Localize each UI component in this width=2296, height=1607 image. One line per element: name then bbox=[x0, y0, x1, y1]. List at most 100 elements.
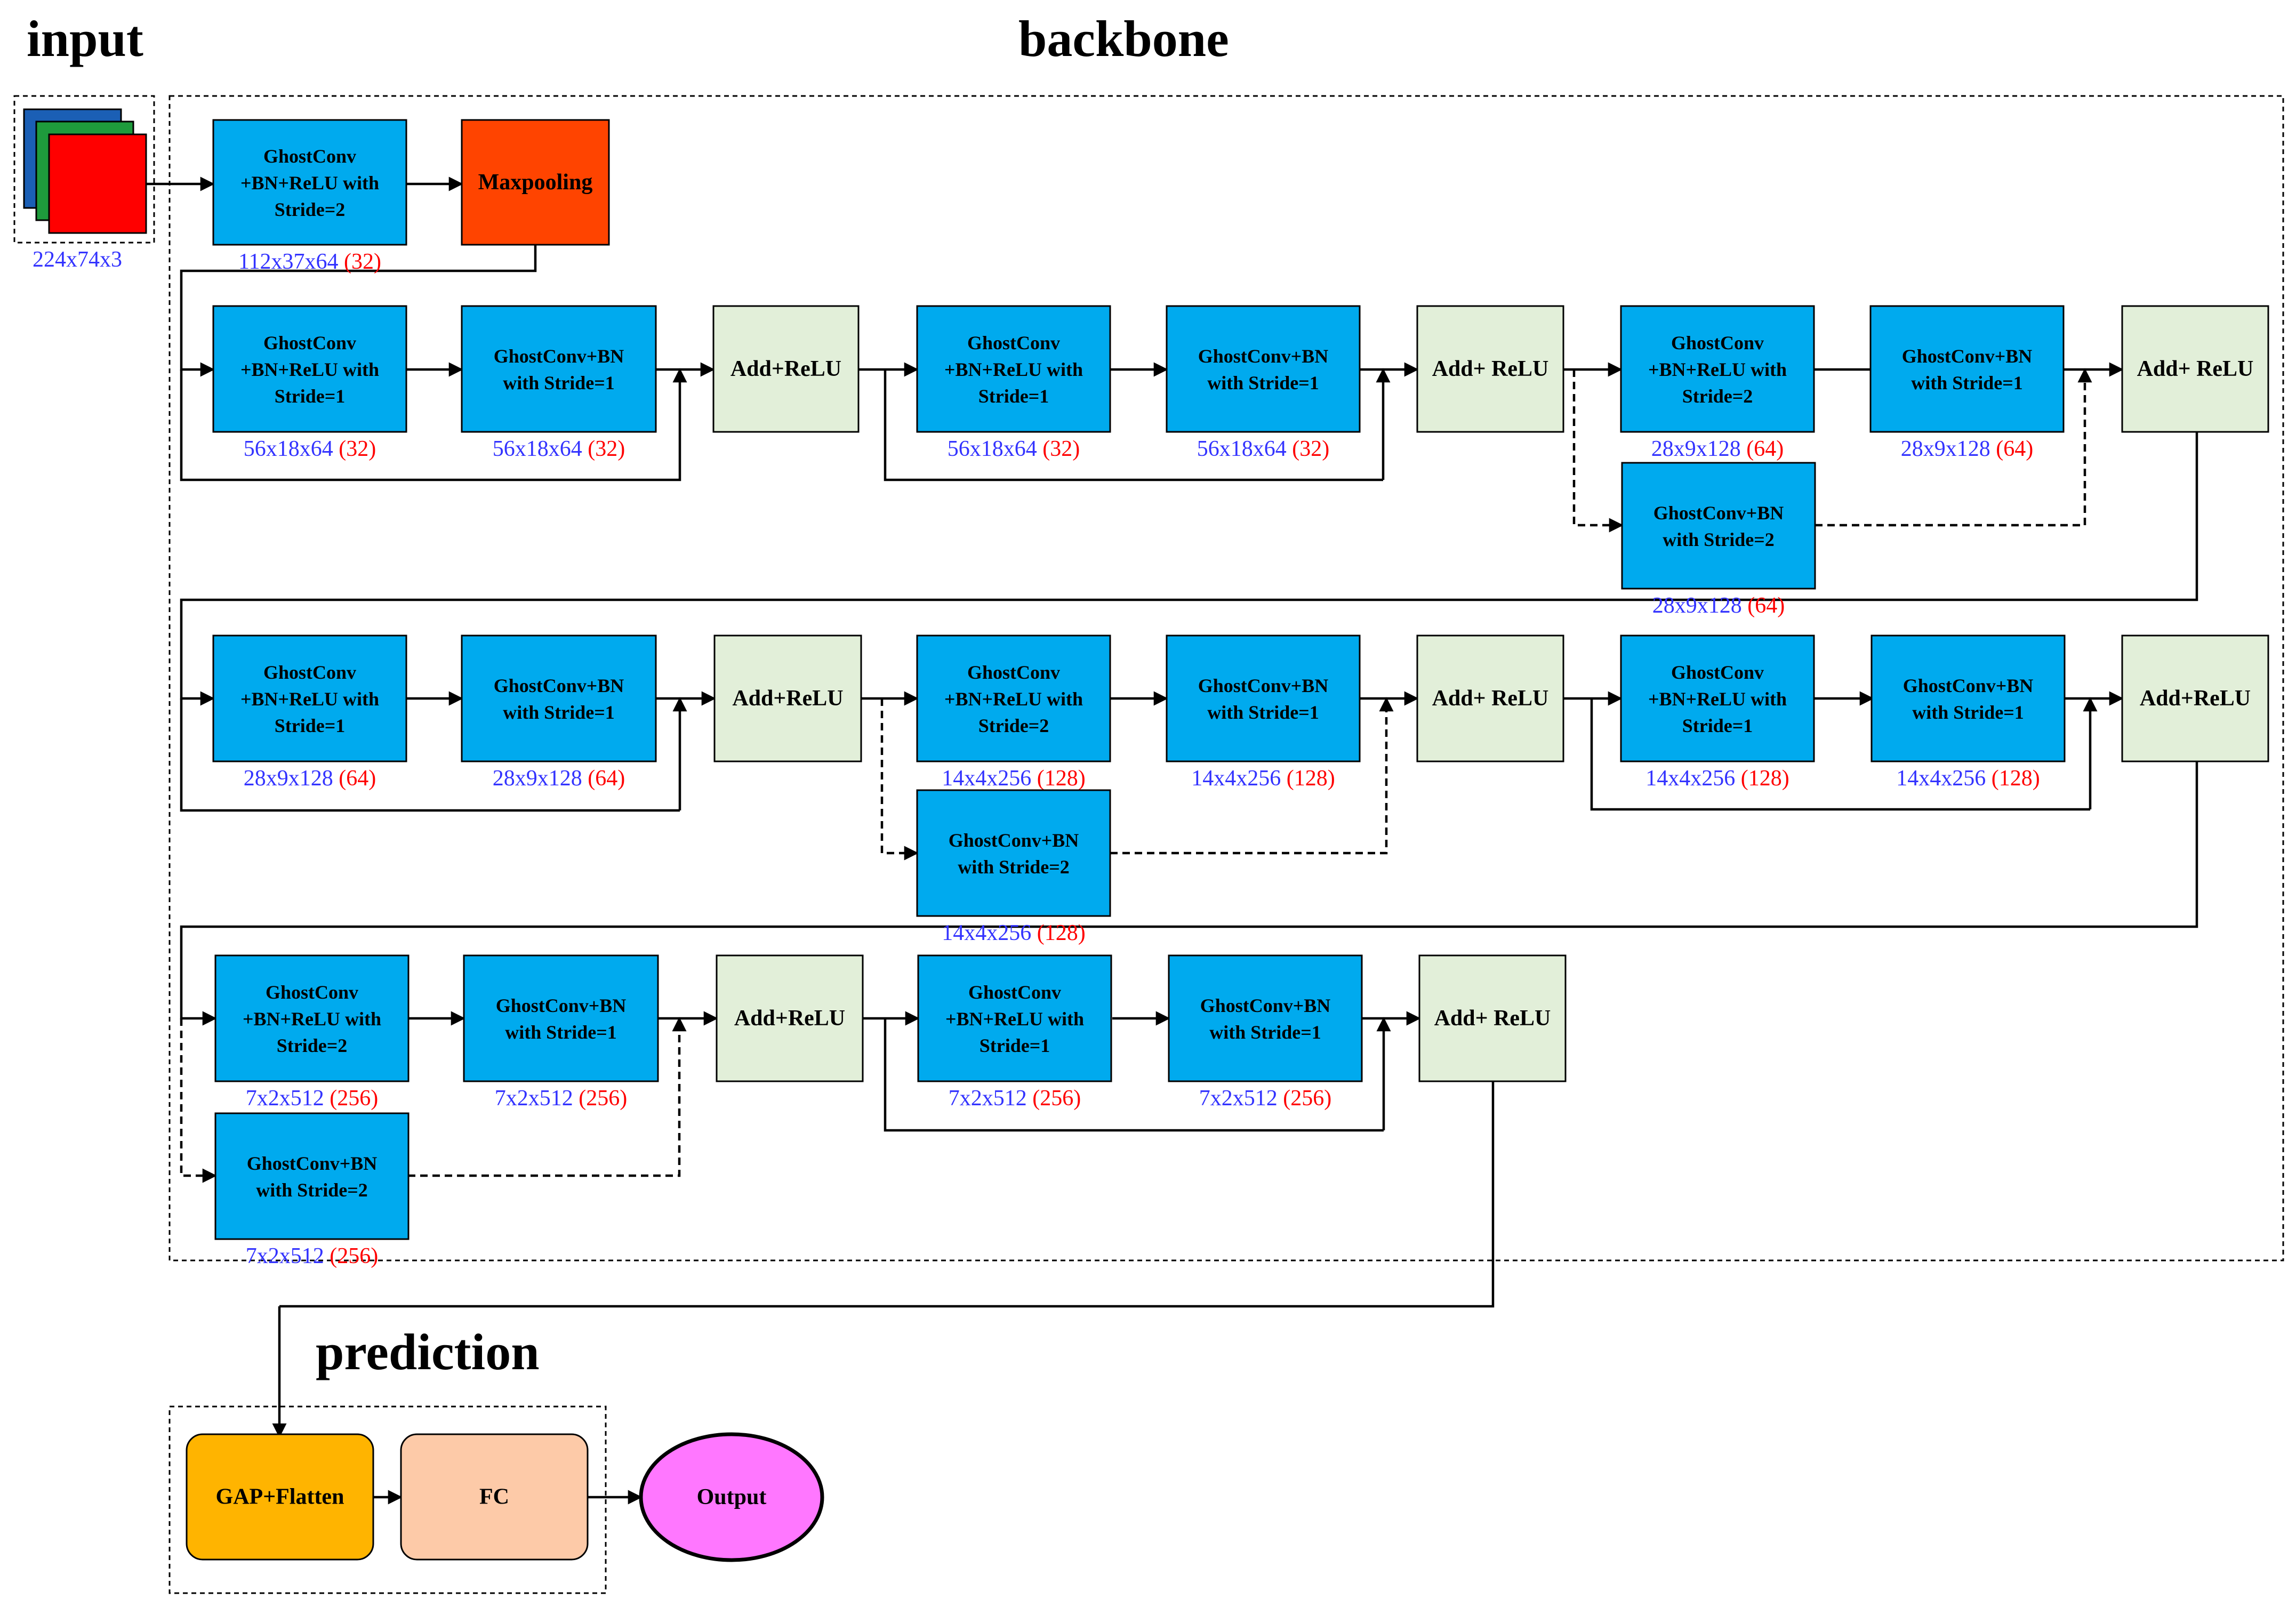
gap-label-line: GAP+Flatten bbox=[216, 1485, 344, 1509]
r3a1-block: Add+ReLU bbox=[716, 954, 864, 1082]
r1a3-shape bbox=[2121, 305, 2269, 433]
backbone-section-title: backbone bbox=[1018, 10, 1229, 67]
r1c3-dimension-label: 56x18x64 (32) bbox=[948, 437, 1080, 461]
r1s-label-line: with Stride=2 bbox=[1663, 529, 1775, 550]
gap-shape bbox=[186, 1433, 374, 1561]
stem_conv-shape bbox=[212, 119, 407, 246]
r2c4-label-line: with Stride=1 bbox=[1207, 702, 1319, 723]
input-dimension-label: 224x74x3 bbox=[33, 247, 122, 272]
r2a3-block: Add+ReLU bbox=[2121, 634, 2269, 762]
r1c1-label-line: +BN+ReLU with bbox=[240, 359, 379, 380]
r2c3-dimension-label: 14x4x256 (128) bbox=[942, 766, 1085, 791]
r3c3-label-line: +BN+ReLU with bbox=[945, 1008, 1084, 1030]
stem_conv-label-line: +BN+ReLU with bbox=[240, 172, 379, 194]
r2c3-label-line: Stride=2 bbox=[978, 715, 1049, 736]
output-shape bbox=[639, 1432, 824, 1562]
r1c6-dimension-label: 28x9x128 (64) bbox=[1901, 437, 2033, 461]
r2s-shape bbox=[916, 789, 1111, 917]
r2s-dimension-label: 14x4x256 (128) bbox=[942, 921, 1085, 945]
r1c2-dimension-label: 56x18x64 (32) bbox=[493, 437, 625, 461]
r2a2-shape bbox=[1416, 634, 1564, 762]
r3s-label-line: with Stride=2 bbox=[256, 1179, 368, 1201]
r3c3-shape bbox=[917, 954, 1112, 1082]
r2a2-block: Add+ ReLU bbox=[1416, 634, 1564, 762]
r2c1-label-line: GhostConv bbox=[263, 662, 356, 683]
fc-shape bbox=[400, 1433, 589, 1561]
maxpool-label-line: Maxpooling bbox=[478, 170, 593, 195]
r1a1-block: Add+ReLU bbox=[712, 305, 860, 433]
r2a1-shape bbox=[713, 634, 862, 762]
fc-label-line: FC bbox=[479, 1485, 509, 1509]
r1c5-label-line: Stride=2 bbox=[1682, 385, 1753, 407]
r2c1-label-line: Stride=1 bbox=[275, 715, 346, 736]
r1a3-block: Add+ ReLU bbox=[2121, 305, 2269, 433]
r1a2-shape bbox=[1416, 305, 1564, 433]
r3c2-label-line: with Stride=1 bbox=[505, 1022, 617, 1043]
maxpool-block: Maxpooling bbox=[461, 119, 610, 246]
r3s-shape bbox=[214, 1112, 410, 1240]
r3c1-dimension-label: 7x2x512 (256) bbox=[246, 1086, 378, 1111]
r1c6-label-line: with Stride=1 bbox=[1911, 372, 2023, 393]
prediction-section-title: prediction bbox=[316, 1323, 540, 1380]
r2c1-label-line: +BN+ReLU with bbox=[240, 688, 379, 710]
r2a3-shape bbox=[2121, 634, 2269, 762]
r3c4-label-line: with Stride=1 bbox=[1209, 1022, 1321, 1043]
input-section-title: input bbox=[27, 10, 143, 67]
r3c1-label-line: Stride=2 bbox=[277, 1035, 348, 1056]
input-image-icon bbox=[23, 108, 147, 234]
stem_conv-dimension-label: 112x37x64 (32) bbox=[238, 250, 381, 274]
r1c1-label-line: Stride=1 bbox=[275, 385, 346, 407]
blocks-layer: GhostConv+BN+ReLU withStride=2112x37x64 … bbox=[186, 119, 2269, 1562]
r1c5-label-line: GhostConv bbox=[1671, 332, 1764, 353]
r2c6-dimension-label: 14x4x256 (128) bbox=[1896, 766, 2040, 791]
r2c4-shape bbox=[1166, 634, 1361, 762]
r2a2-label-line: Add+ ReLU bbox=[1432, 686, 1549, 711]
r2c1-dimension-label: 28x9x128 (64) bbox=[244, 766, 376, 791]
r1c2-label-line: GhostConv+BN bbox=[494, 345, 624, 367]
fc-block: FC bbox=[400, 1433, 589, 1561]
r1a2-block: Add+ ReLU bbox=[1416, 305, 1564, 433]
r1a2-label-line: Add+ ReLU bbox=[1432, 357, 1549, 381]
stem_conv-label-line: Stride=2 bbox=[275, 199, 346, 220]
r2c6-shape bbox=[1870, 634, 2066, 762]
r2s-label-line: GhostConv+BN bbox=[949, 830, 1079, 851]
r3c4-shape bbox=[1168, 954, 1363, 1082]
r1c4-label-line: with Stride=1 bbox=[1207, 372, 1319, 393]
r2c2-dimension-label: 28x9x128 (64) bbox=[493, 766, 625, 791]
r1c4-dimension-label: 56x18x64 (32) bbox=[1197, 437, 1329, 461]
r3c4-label-line: GhostConv+BN bbox=[1200, 995, 1331, 1016]
input-frame bbox=[13, 95, 155, 244]
r1c6-shape bbox=[1869, 305, 2065, 433]
shortcut-connectors bbox=[180, 368, 2092, 1183]
r2c4-dimension-label: 14x4x256 (128) bbox=[1191, 766, 1335, 791]
r2c3-label-line: +BN+ReLU with bbox=[944, 688, 1083, 710]
maxpool-shape bbox=[461, 119, 610, 246]
r3a2-label-line: Add+ ReLU bbox=[1434, 1006, 1551, 1031]
r3a2-shape bbox=[1418, 954, 1567, 1082]
stem_conv-label-line: GhostConv bbox=[263, 146, 356, 167]
r2a1-label-line: Add+ReLU bbox=[732, 686, 843, 711]
r2c2-label-line: GhostConv+BN bbox=[494, 675, 624, 696]
r3c1-label-line: GhostConv bbox=[266, 982, 358, 1003]
r3a1-shape bbox=[716, 954, 864, 1082]
r2c2-shape bbox=[461, 634, 657, 762]
r2c4-label-line: GhostConv+BN bbox=[1198, 675, 1329, 696]
r3c1-label-line: +BN+ReLU with bbox=[243, 1008, 381, 1030]
r2c3-shape bbox=[916, 634, 1111, 762]
r3c3-label-line: Stride=1 bbox=[980, 1035, 1050, 1056]
r1c3-shape bbox=[916, 305, 1111, 433]
output-block: Output bbox=[639, 1432, 824, 1562]
r3a2-block: Add+ ReLU bbox=[1418, 954, 1567, 1082]
